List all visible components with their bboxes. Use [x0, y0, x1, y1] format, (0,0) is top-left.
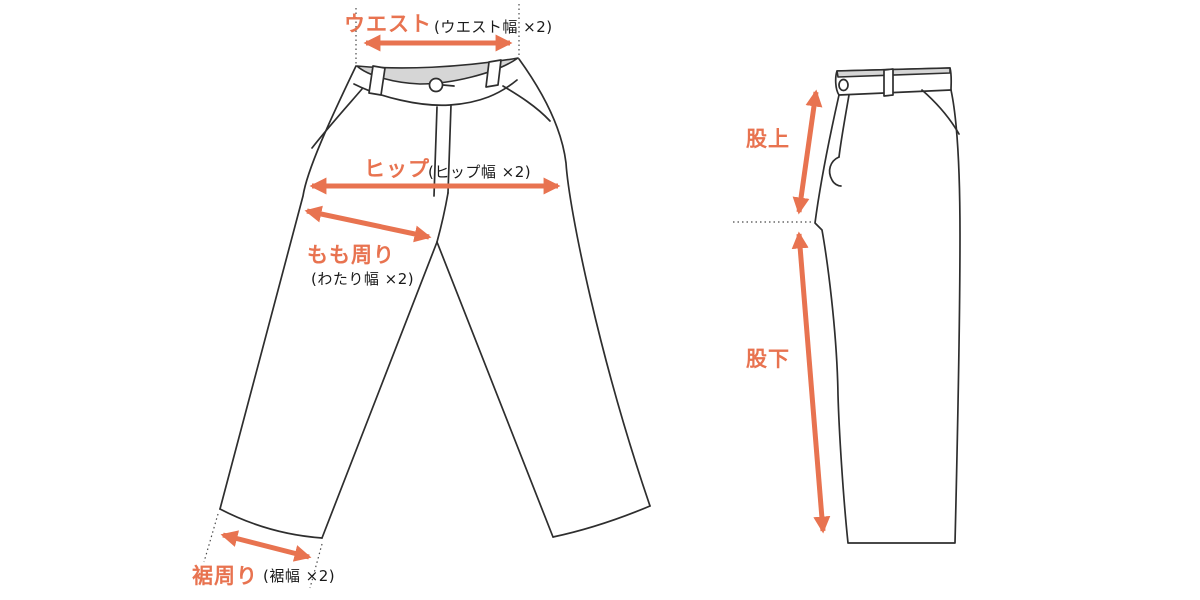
- side-coin-pocket: [828, 156, 842, 187]
- outer-seam-right: [518, 58, 651, 507]
- thigh-label: もも周り: [307, 243, 395, 267]
- pants-front-view: ウエスト (ウエスト幅 ×2) ヒップ (ヒップ幅 ×2) もも周り (わたり幅…: [192, 4, 651, 589]
- hem-right: [552, 505, 651, 538]
- hem-sublabel: (裾幅 ×2): [263, 567, 335, 585]
- hem-label: 裾周り: [192, 564, 258, 588]
- rise-label: 股上: [746, 127, 790, 151]
- thigh-sublabel: (わたり幅 ×2): [311, 270, 414, 288]
- hip-sublabel: (ヒップ幅 ×2): [428, 163, 531, 181]
- rise-arrow: [792, 89, 823, 215]
- side-outline: [814, 67, 961, 544]
- inner-seam-left: [321, 241, 438, 539]
- buttonhole-line: [442, 84, 455, 87]
- pants-side-view: 股上 股下: [733, 67, 961, 544]
- side-button: [838, 78, 849, 92]
- hem-left: [219, 508, 323, 539]
- waist-label: ウエスト: [344, 12, 432, 36]
- side-front-seam: [838, 94, 850, 158]
- fly-line-left: [433, 106, 438, 197]
- hem-arrow: [220, 530, 312, 562]
- waist-sublabel: (ウエスト幅 ×2): [434, 18, 553, 36]
- side-pocket-curve: [921, 89, 960, 135]
- side-waistband-seam: [838, 89, 952, 96]
- outer-seam-left: [219, 65, 357, 510]
- inner-seam-right: [436, 241, 554, 538]
- thigh-arrow: [304, 205, 432, 243]
- side-belt-loop: [883, 68, 894, 97]
- hip-label: ヒップ: [364, 157, 430, 181]
- belt-loop-right: [485, 59, 502, 88]
- hem-guide-inner: [309, 543, 323, 589]
- inseam-arrow: [791, 231, 831, 534]
- belt-loop-left: [368, 65, 386, 96]
- pocket-curve-right: [502, 85, 551, 122]
- waist-button: [428, 77, 444, 93]
- pocket-curve-left: [311, 88, 363, 149]
- inseam-label: 股下: [746, 347, 790, 371]
- hem-guide-outer: [203, 513, 219, 563]
- crotch-seam: [436, 192, 449, 243]
